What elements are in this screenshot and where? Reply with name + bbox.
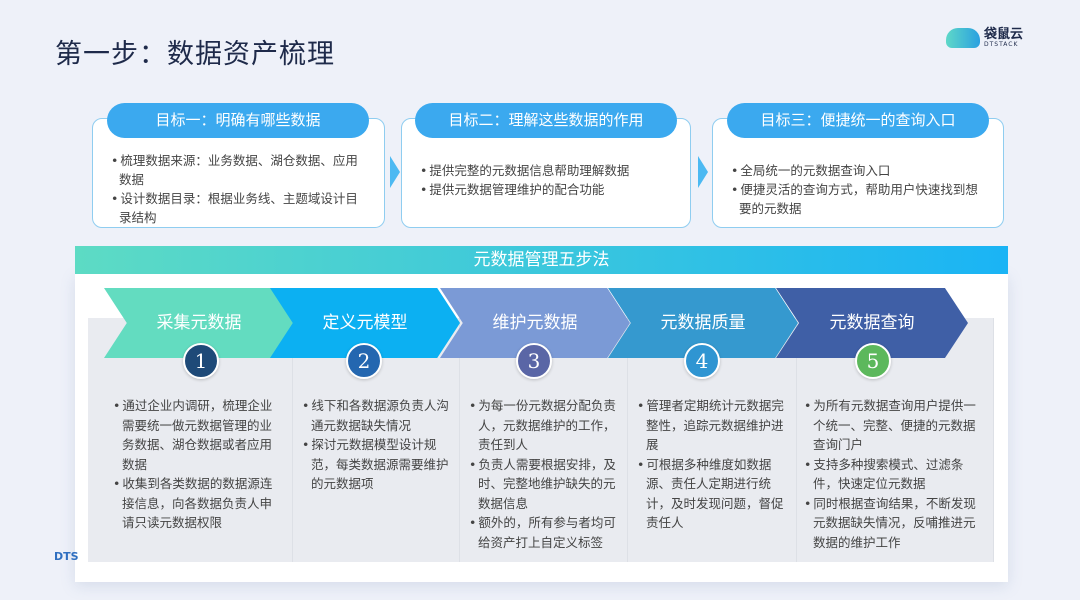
logo-sub: DTSTACK bbox=[984, 41, 1019, 48]
goal-item: 全局统一的元数据查询入口 bbox=[729, 161, 989, 180]
goal-title: 目标二：理解这些数据的作用 bbox=[415, 103, 677, 138]
five-steps-banner: 元数据管理五步法 bbox=[75, 246, 1008, 274]
goal-item: 梳理数据来源：业务数据、湖仓数据、应用数据 bbox=[109, 151, 370, 189]
step-item: 探讨元数据模型设计规范，每类数据源需要维护的元数据项 bbox=[301, 435, 451, 494]
step-item: 额外的，所有参与者均可给资产打上自定义标签 bbox=[468, 513, 619, 552]
step-column: 通过企业内调研，梳理企业需要统一做元数据管理的业务数据、湖仓数据或者应用数据收集… bbox=[88, 318, 293, 562]
step-item: 通过企业内调研，梳理企业需要统一做元数据管理的业务数据、湖仓数据或者应用数据 bbox=[112, 396, 284, 474]
page-title: 第一步：数据资产梳理 bbox=[55, 39, 335, 70]
step-item: 支持多种搜索模式、过滤条件，快速定位元数据 bbox=[803, 455, 985, 494]
step-number-badge: 4 bbox=[684, 343, 720, 379]
chevron-right-icon bbox=[698, 156, 708, 188]
step-item: 负责人需要根据安排，及时、完整地维护缺失的元数据信息 bbox=[468, 455, 619, 514]
step-number-badge: 1 bbox=[183, 343, 219, 379]
step-item: 同时根据查询结果，不断发现元数据缺失情况，反哺推进元数据的维护工作 bbox=[803, 494, 985, 553]
step-number-badge: 2 bbox=[346, 343, 382, 379]
footer-mark: DTS bbox=[54, 550, 79, 563]
step-item: 管理者定期统计元数据完整性，追踪元数据维护进展 bbox=[636, 396, 788, 455]
step-column: 线下和各数据源负责人沟通元数据缺失情况探讨元数据模型设计规范，每类数据源需要维护… bbox=[293, 318, 460, 562]
goal-title: 目标三：便捷统一的查询入口 bbox=[727, 103, 989, 138]
step-item: 可根据多种维度如数据源、责任人定期进行统计，及时发现问题，督促责任人 bbox=[636, 455, 788, 533]
goal-item: 便捷灵活的查询方式，帮助用户快速找到想要的元数据 bbox=[729, 180, 989, 218]
step-item: 收集到各类数据的数据源连接信息，向各数据负责人申请只读元数据权限 bbox=[112, 474, 284, 533]
chevron-right-icon bbox=[390, 156, 400, 188]
step-item: 为每一份元数据分配负责人，元数据维护的工作，责任到人 bbox=[468, 396, 619, 455]
step-item: 为所有元数据查询用户提供一个统一、完整、便捷的元数据查询门户 bbox=[803, 396, 985, 455]
step-item: 线下和各数据源负责人沟通元数据缺失情况 bbox=[301, 396, 451, 435]
cloud-logo-icon bbox=[946, 28, 980, 48]
step-column: 为每一份元数据分配负责人，元数据维护的工作，责任到人负责人需要根据安排，及时、完… bbox=[460, 318, 628, 562]
goal-item: 提供完整的元数据信息帮助理解数据 bbox=[418, 161, 676, 180]
logo-name: 袋鼠云 bbox=[984, 27, 1024, 42]
step-number-badge: 3 bbox=[516, 343, 552, 379]
step-number-badge: 5 bbox=[855, 343, 891, 379]
step-column: 为所有元数据查询用户提供一个统一、完整、便捷的元数据查询门户支持多种搜索模式、过… bbox=[797, 318, 994, 562]
goal-title: 目标一：明确有哪些数据 bbox=[107, 103, 369, 138]
goal-item: 设计数据目录：根据业务线、主题域设计目录结构 bbox=[109, 189, 370, 227]
step-column: 管理者定期统计元数据完整性，追踪元数据维护进展可根据多种维度如数据源、责任人定期… bbox=[628, 318, 797, 562]
goal-item: 提供元数据管理维护的配合功能 bbox=[418, 180, 676, 199]
